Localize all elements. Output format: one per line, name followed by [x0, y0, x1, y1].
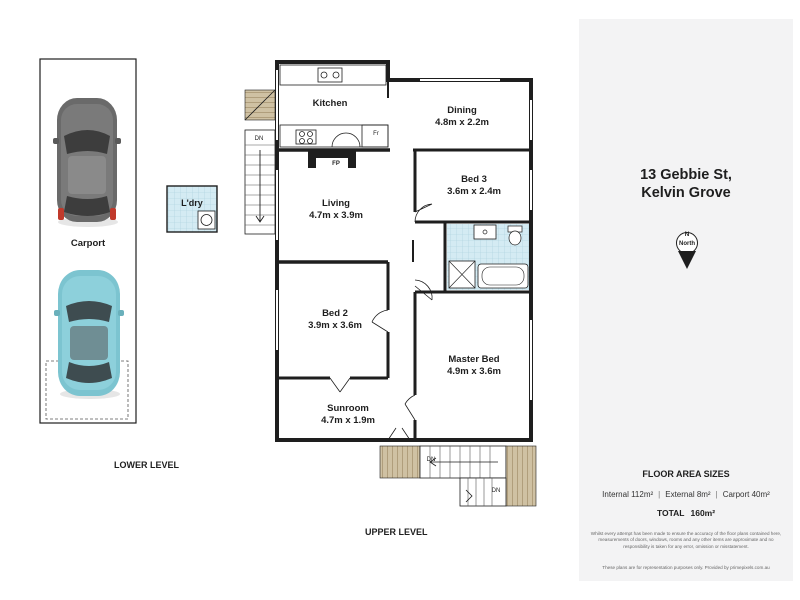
dining-size: 4.8m x 2.2m — [435, 117, 489, 128]
living-label: Living 4.7m x 3.9m — [290, 198, 382, 222]
carport-label: Carport — [70, 238, 106, 249]
total-label: TOTAL — [656, 508, 685, 518]
address-line2: Kelvin Grove — [641, 185, 731, 201]
laundry-room — [166, 185, 218, 233]
fireplace-label: FP — [332, 161, 340, 167]
master-bed-size: 4.9m x 3.6m — [447, 366, 501, 377]
laundry-label: L'dry — [181, 198, 203, 208]
disclaimer-text: Whilst every attempt has been made to en… — [590, 531, 782, 549]
living-size: 4.7m x 3.9m — [309, 210, 363, 221]
dining-label: Dining 4.8m x 2.2m — [410, 105, 514, 129]
carport-area: Carport 40m² — [722, 490, 770, 499]
sunroom-label: Sunroom 4.7m x 1.9m — [296, 403, 400, 427]
bed2-size: 3.9m x 3.6m — [308, 320, 362, 331]
left-stair — [244, 89, 276, 235]
bathroom — [447, 224, 529, 290]
compass-icon — [675, 229, 699, 271]
upper-level-caption: UPPER LEVEL — [365, 527, 428, 537]
bed3-size: 3.6m x 2.4m — [447, 186, 501, 197]
dn-lower-stair: DN — [491, 488, 501, 494]
bed3-name: Bed 3 — [461, 174, 487, 185]
front-decks — [379, 445, 537, 507]
doors — [329, 203, 433, 441]
dining-name: Dining — [447, 105, 477, 116]
bed2-name: Bed 2 — [322, 308, 348, 319]
sunroom-name: Sunroom — [327, 403, 369, 414]
car-grey-icon — [53, 98, 121, 227]
kitchen-fixtures — [279, 64, 389, 148]
windows — [276, 70, 532, 400]
kitchen-label: Kitchen — [312, 98, 348, 109]
total-value: 160m² — [690, 508, 716, 518]
house-walls — [275, 60, 533, 442]
car-teal-icon — [54, 270, 124, 399]
dn-left-stair: DN — [254, 136, 264, 142]
sunroom-size: 4.7m x 1.9m — [321, 415, 375, 426]
external-area: External 8m² — [665, 490, 711, 499]
bed2-label: Bed 2 3.9m x 3.6m — [290, 308, 380, 332]
provider-note: These plans are for representation purpo… — [602, 565, 770, 570]
floor-area-breakdown: Internal 112m²|External 8m²|Carport 40m² — [602, 490, 770, 499]
dn-front-stair: DN — [426, 457, 436, 463]
address-line1: 13 Gebbie St, — [640, 167, 732, 183]
floor-area-title: FLOOR AREA SIZES — [642, 469, 730, 479]
internal-area: Internal 112m² — [602, 490, 654, 499]
master-bed-name: Master Bed — [448, 354, 500, 365]
living-name: Living — [322, 198, 350, 209]
master-bed-label: Master Bed 4.9m x 3.6m — [420, 354, 528, 378]
fireplace — [308, 150, 356, 168]
info-panel: 13 Gebbie St, Kelvin Grove N North FLOOR… — [579, 19, 793, 581]
fridge-label: Fr — [373, 131, 379, 137]
compass-letter: N — [684, 231, 690, 238]
bed3-label: Bed 3 3.6m x 2.4m — [420, 174, 528, 198]
compass-label: North — [679, 241, 695, 247]
property-address: 13 Gebbie St, Kelvin Grove — [579, 166, 793, 202]
lower-level-caption: LOWER LEVEL — [114, 460, 179, 470]
floor-area-total: TOTAL 160m² — [579, 508, 793, 518]
